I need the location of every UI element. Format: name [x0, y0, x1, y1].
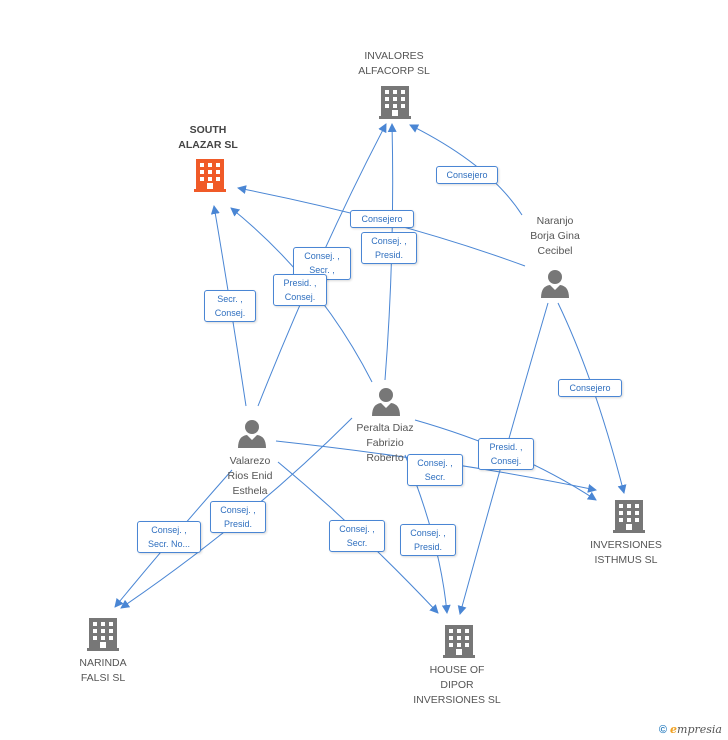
node-label-house-of-dipor[interactable]: HOUSE OF DIPOR INVERSIONES SL	[413, 664, 501, 706]
copyright-symbol: ©	[658, 724, 667, 736]
edge-label-peralta-south[interactable]: Presid. , Consej.	[273, 274, 327, 306]
edge-label-valarezo-house[interactable]: Consej. , Secr.	[329, 520, 385, 552]
edge-label-valarezo-narinda[interactable]: Consej. , Secr. No...	[137, 521, 201, 553]
person-icon-valarezo	[238, 420, 266, 448]
node-label-naranjo[interactable]: Naranjo Borja Gina Cecibel	[530, 215, 580, 257]
edge-label-peralta-house[interactable]: Consej. , Presid.	[400, 524, 456, 556]
edge-label-peralta-isthmus[interactable]: Presid. , Consej.	[478, 438, 534, 470]
edge-label-valarezo-south[interactable]: Secr. , Consej.	[204, 290, 256, 322]
brand-logo: empresia	[670, 723, 722, 736]
node-label-south-alazar[interactable]: SOUTH ALAZAR SL	[178, 124, 238, 151]
node-label-peralta[interactable]: Peralta Diaz Fabrizio Roberto	[356, 422, 414, 464]
node-label-valarezo[interactable]: Valarezo Rios Enid Esthela	[227, 455, 273, 497]
building-icon-south-alazar	[194, 159, 226, 192]
edge-label-peralta-invalores[interactable]: Consej. , Presid.	[361, 232, 417, 264]
building-icon-narinda	[87, 618, 119, 651]
node-label-narinda[interactable]: NARINDA FALSI SL	[79, 657, 127, 684]
edge-label-valarezo-isthmus[interactable]: Consej. , Secr.	[407, 454, 463, 486]
building-icon-house-of-dipor	[443, 625, 475, 658]
node-label-inversiones-isthmus[interactable]: INVERSIONES ISTHMUS SL	[590, 539, 662, 566]
edge-naranjo-isthmus	[557, 302, 627, 494]
person-icon-peralta	[372, 388, 400, 416]
building-icon-isthmus	[613, 500, 645, 533]
edge-label-naranjo-invalores[interactable]: Consejero	[436, 166, 498, 184]
person-icon-naranjo	[541, 270, 569, 298]
edge-label-naranjo-south[interactable]: Consejero	[350, 210, 414, 228]
footer-copyright: © empresia	[659, 723, 722, 736]
building-icon-invalores	[379, 86, 411, 119]
edge-label-naranjo-isthmus[interactable]: Consejero	[558, 379, 622, 397]
edge-label-peralta-narinda[interactable]: Consej. , Presid.	[210, 501, 266, 533]
node-label-invalores[interactable]: INVALORES ALFACORP SL	[358, 50, 430, 77]
